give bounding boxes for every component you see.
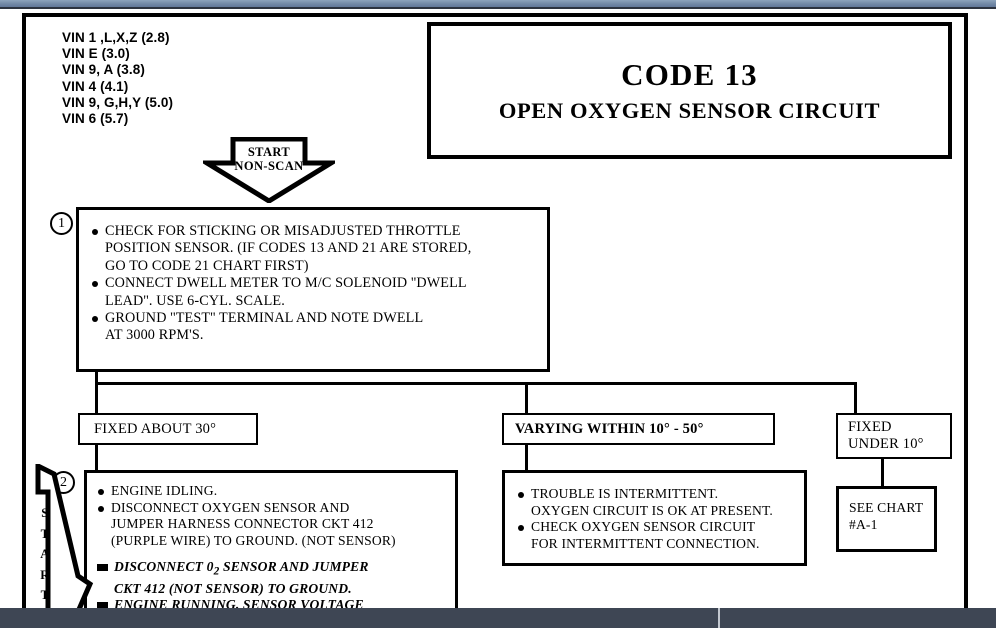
box1-bullet: GROUND ''TEST'' TERMINAL AND NOTE DWELL …: [91, 310, 537, 345]
connector-drop-right: [854, 382, 857, 414]
box2-round-bullet-list: ENGINE IDLING. DISCONNECT OXYGEN SENSOR …: [97, 483, 447, 549]
box-see-chart-a1: SEE CHART #A-1: [836, 486, 937, 552]
box2-square-bullet-post: SENSOR AND JUMPER CKT 412 (NOT SENSOR) T…: [114, 559, 369, 596]
start-scan-arrow: [34, 464, 100, 628]
middle-result-bullet: TROUBLE IS INTERMITTENT. OXYGEN CIRCUIT …: [517, 486, 796, 519]
box1-bullet: CHECK FOR STICKING OR MISADJUSTED THROTT…: [91, 223, 537, 275]
bottom-bar-divider: [718, 608, 720, 628]
branch-label-left-text: FIXED ABOUT 30°: [94, 421, 217, 437]
document-page: VIN 1 ,L,X,Z (2.8) VIN E (3.0) VIN 9, A …: [0, 9, 996, 628]
box-step2-scan-checks: ENGINE IDLING. DISCONNECT OXYGEN SENSOR …: [84, 470, 458, 628]
step-marker-1: 1: [50, 212, 73, 235]
start-non-scan-arrow: START NON-SCAN: [203, 137, 335, 203]
branch-label-fixed-under-10: FIXED UNDER 10°: [836, 413, 952, 459]
branch-label-right-text: FIXED UNDER 10°: [848, 419, 924, 452]
middle-result-bullet: CHECK OXYGEN SENSOR CIRCUIT FOR INTERMIT…: [517, 519, 796, 552]
box-step1-checks: CHECK FOR STICKING OR MISADJUSTED THROTT…: [76, 207, 550, 372]
connector-left-to-box2: [95, 445, 98, 471]
connector-middle-to-result: [525, 445, 528, 471]
box-intermittent-result: TROUBLE IS INTERMITTENT. OXYGEN CIRCUIT …: [502, 470, 807, 566]
chart-title-box: CODE 13 OPEN OXYGEN SENSOR CIRCUIT: [427, 22, 952, 159]
box2-square-bullet: DISCONNECT 02 SENSOR AND JUMPER CKT 412 …: [97, 559, 447, 597]
titlebar-underline: [0, 7, 996, 9]
chart-subtitle: OPEN OXYGEN SENSOR CIRCUIT: [498, 97, 881, 123]
viewer-bottom-bar: [0, 608, 996, 628]
box2-square-bullet-pre: DISCONNECT 0: [114, 559, 214, 575]
branch-label-fixed-about-30: FIXED ABOUT 30°: [78, 413, 258, 445]
box2-bullet: DISCONNECT OXYGEN SENSOR AND JUMPER HARN…: [97, 500, 447, 550]
middle-result-bullet-list: TROUBLE IS INTERMITTENT. OXYGEN CIRCUIT …: [517, 486, 796, 552]
box2-bullet: ENGINE IDLING.: [97, 483, 447, 500]
connector-drop-left: [95, 382, 98, 414]
box1-bullet-list: CHECK FOR STICKING OR MISADJUSTED THROTT…: [91, 223, 537, 345]
vin-application-list: VIN 1 ,L,X,Z (2.8) VIN E (3.0) VIN 9, A …: [62, 30, 174, 127]
connector-branch-bus: [95, 382, 857, 385]
see-chart-text: SEE CHART #A-1: [849, 500, 924, 532]
connector-right-to-chart: [881, 459, 884, 487]
chart-code-title: CODE 13: [621, 57, 758, 93]
branch-label-middle-text: VARYING WITHIN 10° - 50°: [515, 421, 704, 437]
window-titlebar-strip: [0, 0, 996, 7]
box1-bullet: CONNECT DWELL METER TO M/C SOLENOID ''DW…: [91, 275, 537, 310]
connector-drop-middle: [525, 382, 528, 414]
branch-label-varying-10-50: VARYING WITHIN 10° - 50°: [502, 413, 775, 445]
box2-o2-subscript: 2: [213, 566, 220, 579]
